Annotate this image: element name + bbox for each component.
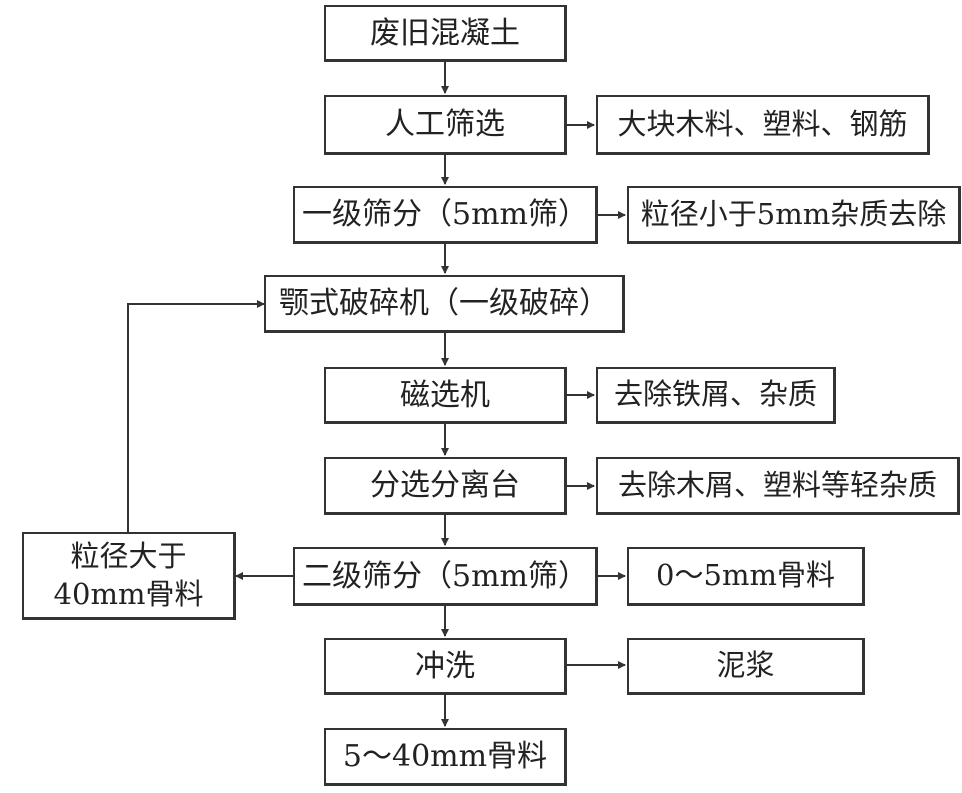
step-product: 5～40mm骨料 <box>324 728 567 786</box>
output-light-removed: 去除木屑、塑料等轻杂质 <box>596 457 960 515</box>
step-secondary-screening: 二级筛分（5mm筛） <box>293 547 598 606</box>
recycle-line-1: 粒径大于 <box>70 538 187 573</box>
step-sorting-table: 分选分离台 <box>324 457 567 515</box>
output-slurry: 泥浆 <box>627 638 865 695</box>
output-fine-aggregate: 0～5mm骨料 <box>627 547 865 606</box>
output-fines-removed: 粒径小于5mm杂质去除 <box>627 186 961 244</box>
step-washing: 冲洗 <box>324 638 567 695</box>
step-waste-concrete: 废旧混凝土 <box>324 5 567 62</box>
output-iron-removed: 去除铁屑、杂质 <box>596 367 836 424</box>
recycle-oversize-aggregate: 粒径大于 40mm骨料 <box>22 532 236 620</box>
output-manual-removed: 大块木料、塑料、钢筋 <box>596 95 930 155</box>
arrow-recycle-to-jaw <box>127 300 265 532</box>
recycle-line-2: 40mm骨料 <box>53 576 204 611</box>
step-magnetic-separator: 磁选机 <box>324 367 567 424</box>
step-jaw-crusher: 颚式破碎机（一级破碎） <box>264 275 625 333</box>
step-manual-screening: 人工筛选 <box>324 95 567 155</box>
step-primary-screening: 一级筛分（5mm筛） <box>293 186 598 244</box>
